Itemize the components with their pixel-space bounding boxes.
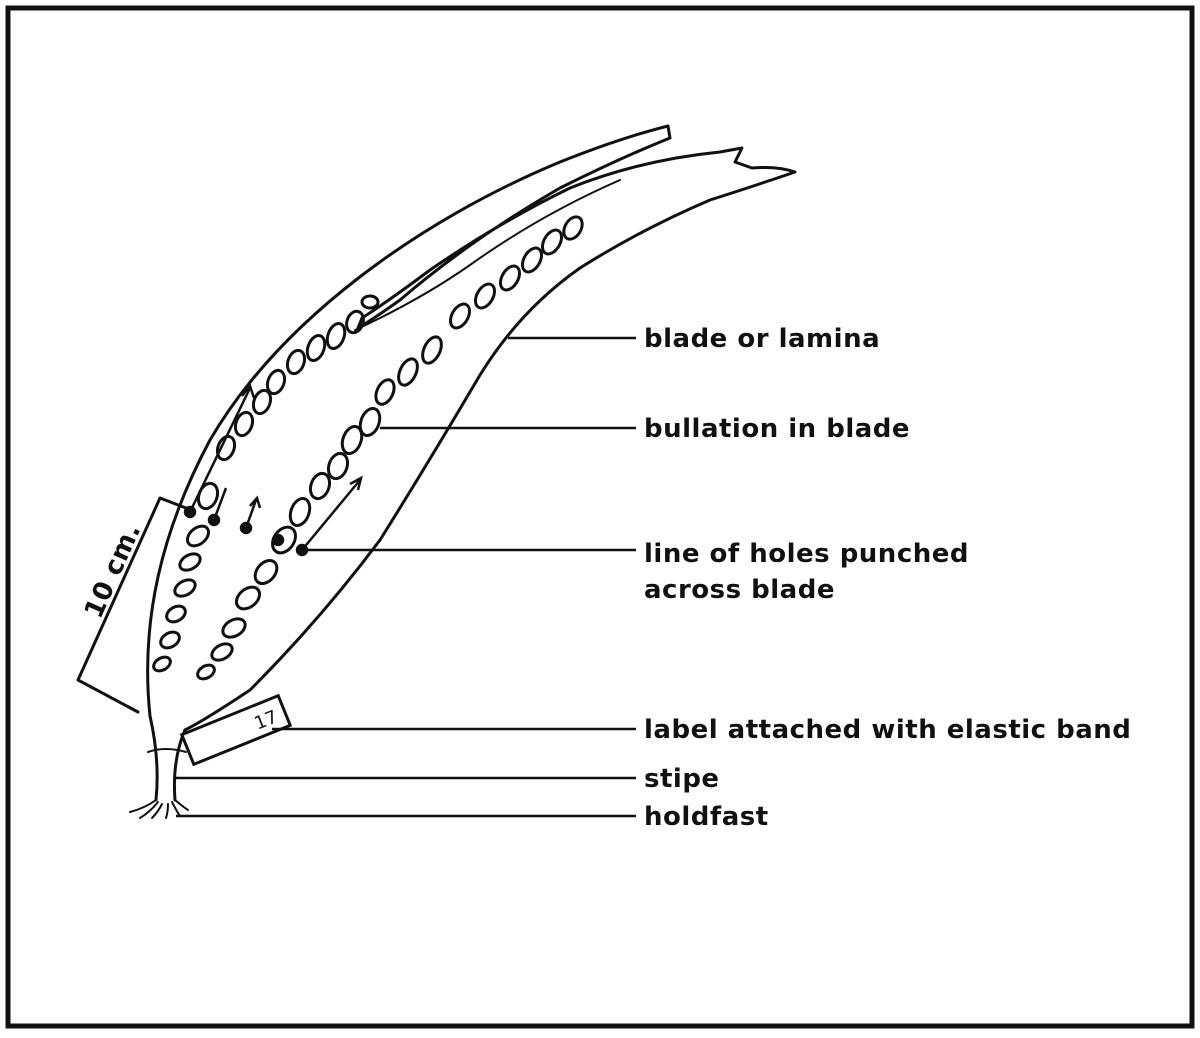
label-holdfast: holdfast xyxy=(644,802,769,832)
bullations xyxy=(151,214,586,682)
label-blade: blade or lamina xyxy=(644,324,880,354)
label-elastic-band: label attached with elastic band xyxy=(644,715,1131,745)
frame-border xyxy=(8,8,1192,1026)
punched-holes xyxy=(185,386,361,555)
label-holes-line1: line of holes punched xyxy=(644,539,969,569)
blade-split-line xyxy=(355,180,620,330)
stipe-shape xyxy=(150,716,185,800)
label-holes-line2: across blade xyxy=(644,575,835,605)
scale-label: 10 cm. xyxy=(79,519,147,623)
elastic-band xyxy=(148,749,186,752)
label-bullation: bullation in blade xyxy=(644,414,910,444)
label-stipe: stipe xyxy=(644,764,720,794)
